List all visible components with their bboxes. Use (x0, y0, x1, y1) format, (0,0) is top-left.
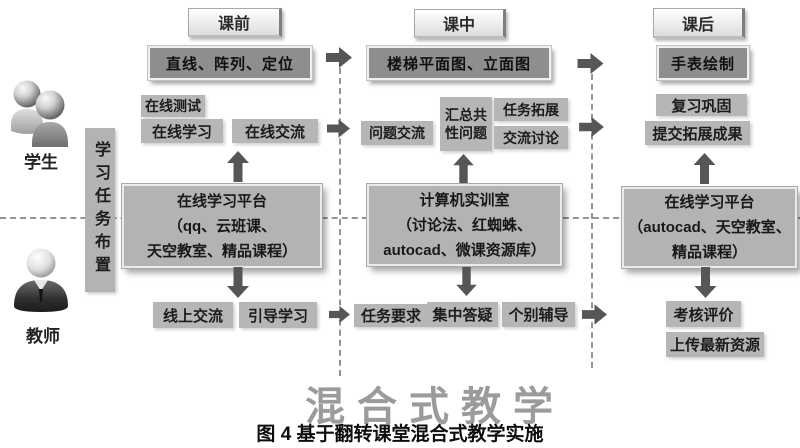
vertical-dashed-line-1 (339, 68, 341, 376)
box-task-expansion: 任务拓展 (494, 98, 568, 121)
phase-in-class: 课中 (414, 9, 506, 38)
platform-line: 精品课程） (671, 244, 747, 261)
arrow-right-icon (326, 47, 352, 68)
box-online-learning: 在线学习 (141, 119, 223, 143)
box-submit-expansion-results: 提交拓展成果 (645, 121, 750, 145)
box-exchange-discussion: 交流讨论 (494, 126, 568, 149)
platform-line: 在线学习平台 (664, 194, 755, 211)
box-online-test: 在线测试 (141, 95, 205, 117)
platform-line: autocad、微课资源库） (383, 241, 546, 259)
arrow-up-icon (227, 151, 249, 182)
arrow-down-icon (227, 267, 249, 298)
arrow-right-icon (577, 53, 604, 74)
box-online-communication: 在线交流 (232, 119, 318, 143)
box-upload-latest-resources: 上传最新资源 (666, 332, 764, 357)
arrow-right-icon (327, 119, 350, 138)
figure-caption: 图 4 基于翻转课堂混合式教学实施 (256, 424, 544, 445)
box-task-requirements: 任务要求 (354, 304, 428, 327)
topic-watch-drawing: 手表绘制 (657, 46, 749, 80)
box-assessment-evaluation: 考核评价 (666, 301, 741, 327)
arrow-down-icon (694, 267, 717, 298)
big-title: 混合式教学 (305, 385, 565, 429)
platform-line: 计算机实训室 (419, 191, 510, 209)
box-review-consolidate: 复习巩固 (656, 94, 747, 116)
arrow-down-icon (456, 267, 477, 296)
arrow-up-icon (453, 154, 474, 183)
arrow-up-icon (693, 153, 716, 184)
teacher-label: 教师 (26, 327, 60, 346)
box-online-exchange: 线上交流 (153, 302, 233, 328)
platform-line: （qq、云班课、 (167, 217, 277, 235)
box-guided-learning: 引导学习 (239, 302, 317, 328)
vertical-dashed-line-2 (591, 74, 593, 368)
platform-line: （讨论法、红蜘蛛、 (396, 216, 532, 234)
phase-post-class: 课后 (653, 8, 745, 38)
box-summarize-common-problems: 汇总共性问题 (440, 97, 492, 151)
post-class-platform-box: 在线学习平台 （autocad、天空教室、 精品课程） (622, 187, 797, 268)
platform-line: 在线学习平台 (176, 192, 267, 210)
teacher-icon (14, 248, 68, 312)
students-icon (11, 80, 68, 147)
task-assignment-box: 学习任务布置 (85, 128, 115, 292)
box-problem-discussion: 问题交流 (361, 121, 433, 145)
box-centralized-qa: 集中答疑 (427, 302, 498, 327)
in-class-platform-box: 计算机实训室 （讨论法、红蜘蛛、 autocad、微课资源库） (367, 184, 562, 266)
student-label: 学生 (24, 153, 58, 172)
platform-line: （autocad、天空教室、 (628, 219, 791, 236)
platform-line: 天空教室、精品课程） (146, 242, 297, 260)
phase-pre-class: 课前 (188, 8, 282, 37)
pre-class-platform-box: 在线学习平台 （qq、云班课、 天空教室、精品课程） (122, 184, 322, 268)
box-individual-tutoring: 个别辅导 (502, 302, 575, 327)
topic-stair-plan-elevation: 楼梯平面图、立面图 (367, 46, 551, 80)
arrow-right-icon (579, 117, 604, 137)
arrow-right-icon (582, 304, 607, 325)
arrow-right-icon (329, 306, 350, 323)
topic-lines-array-position: 直线、阵列、定位 (148, 46, 312, 80)
